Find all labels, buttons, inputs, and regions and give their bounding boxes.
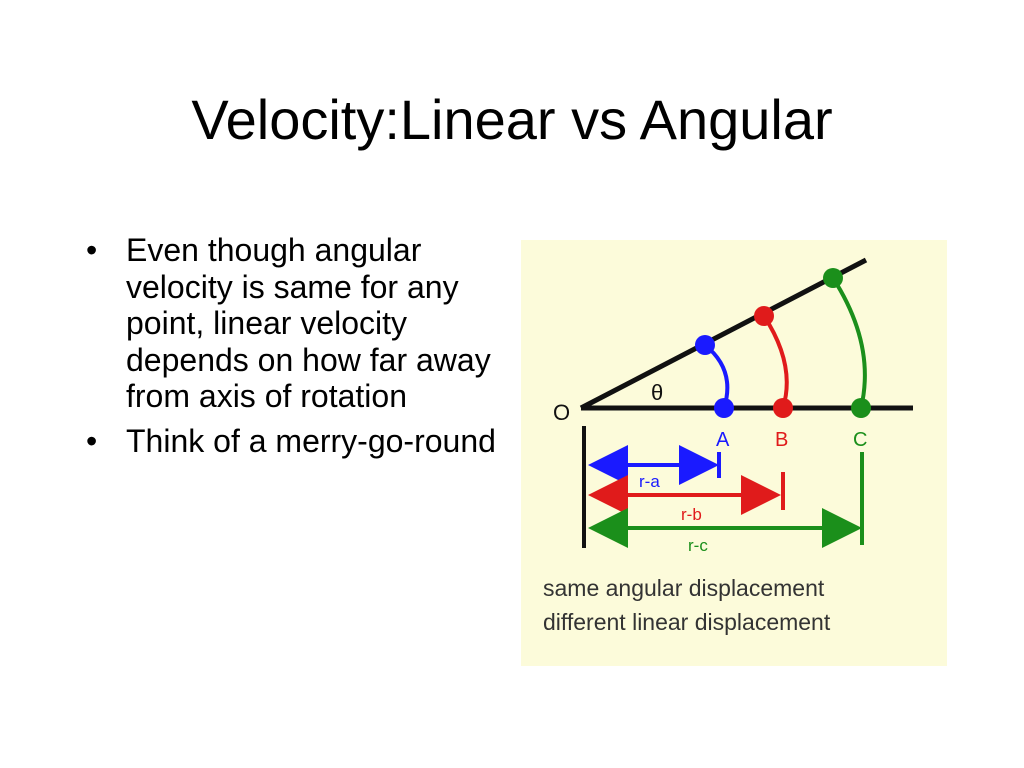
radius-c-label: r-c [688,536,708,555]
caption-line-2: different linear displacement [543,609,831,635]
point-c-upper [823,268,843,288]
inclined-ray [579,257,868,411]
caption-line-1: same angular displacement [543,575,825,601]
bullet-item: • Even though angular velocity is same f… [86,232,496,415]
point-a-label: A [716,429,730,451]
point-b-label: B [775,429,788,451]
bullet-text: Think of a merry-go-round [126,422,496,459]
radius-a-label: r-a [639,472,660,491]
bullet-list: • Even though angular velocity is same f… [86,232,496,467]
point-a [714,398,734,418]
slide-title: Velocity:Linear vs Angular [191,88,833,151]
radius-b-label: r-b [681,505,702,524]
arc-c [831,276,867,409]
arc-b [762,314,789,409]
bullet-marker: • [86,232,98,268]
point-a-upper [695,335,715,355]
bullet-marker: • [86,422,98,459]
bullet-text: Even though angular velocity is same for… [126,232,491,414]
point-c [851,398,871,418]
point-b-upper [754,306,774,326]
bullet-item: • Think of a merry-go-round [86,423,496,460]
theta-label: θ [651,380,663,405]
figure-svg: O θ A B C r-a r-b r-c same angular displ… [543,257,913,635]
point-c-label: C [853,429,867,451]
point-b [773,398,793,418]
origin-label: O [553,400,570,425]
angular-displacement-figure: O θ A B C r-a r-b r-c same angular displ… [521,240,947,666]
